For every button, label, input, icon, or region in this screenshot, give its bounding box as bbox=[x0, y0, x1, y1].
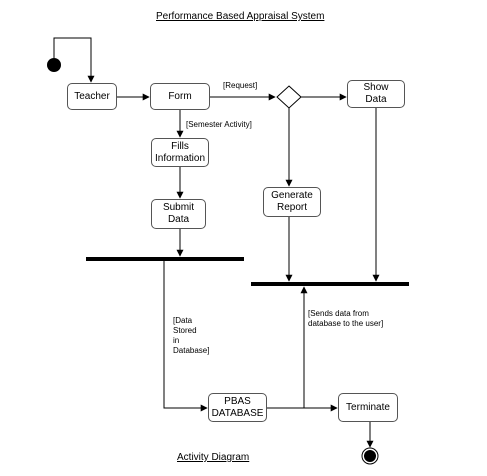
start-node bbox=[47, 58, 61, 72]
pbas-database-node: PBAS DATABASE bbox=[208, 393, 267, 422]
join-bar-right bbox=[251, 282, 409, 286]
edge-bar-database bbox=[163, 261, 208, 412]
submit-data-node: Submit Data bbox=[151, 199, 206, 229]
form-node: Form bbox=[150, 83, 210, 110]
decision-node bbox=[276, 85, 302, 109]
diagram-caption: Activity Diagram bbox=[177, 452, 250, 463]
edge-label-sends-data: [Sends data from database to the user] bbox=[308, 309, 384, 328]
join-bar-left bbox=[86, 257, 244, 261]
show-data-node: Show Data bbox=[347, 80, 405, 108]
edge-label-data-stored: [Data Stored in Database] bbox=[173, 316, 210, 355]
diagram-title: Performance Based Appraisal System bbox=[156, 11, 325, 22]
fills-information-node: Fills Information bbox=[151, 138, 209, 167]
edge-label-request: [Request] bbox=[223, 81, 258, 90]
edge-label-semester-activity: [Semester Activity] bbox=[186, 120, 252, 129]
edge-start-teacher bbox=[53, 37, 95, 83]
terminate-node: Terminate bbox=[338, 393, 398, 422]
teacher-node: Teacher bbox=[67, 83, 117, 110]
generate-report-node: Generate Report bbox=[263, 187, 321, 217]
end-node-dot bbox=[364, 450, 376, 462]
